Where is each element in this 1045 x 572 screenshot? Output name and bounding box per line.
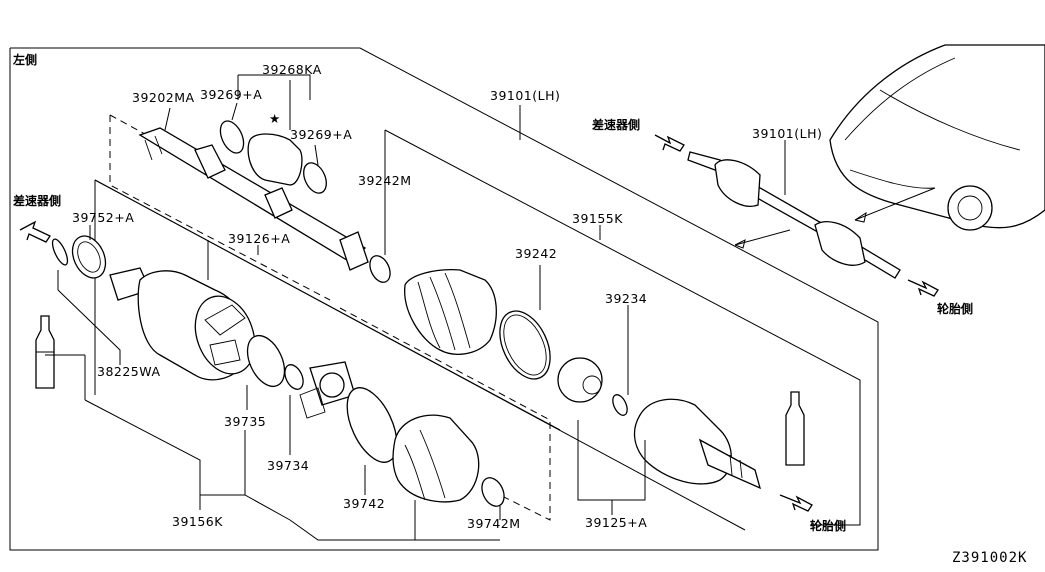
part-39242M-label: 39242M — [358, 173, 412, 188]
outer-joint-cage — [557, 357, 628, 416]
star-marker: ★ — [269, 111, 281, 126]
diff-side-label-right: 差速器側 — [591, 117, 640, 132]
grease-tube-left — [35, 315, 55, 389]
diff-side-arrow-left — [19, 220, 51, 243]
ring-39242M — [369, 255, 391, 283]
diagram-frame — [9, 47, 879, 551]
car-illustration — [829, 44, 1045, 231]
outer-joint-housing-39125A — [633, 398, 761, 490]
grease-tube-right — [785, 391, 805, 466]
band-39242 — [499, 310, 551, 380]
tire-side-arrow-bottom — [779, 494, 813, 512]
part-38225WA-label: 38225WA — [97, 364, 161, 379]
snap-ring-39735 — [246, 334, 286, 388]
overview-drive-shaft — [687, 151, 901, 279]
tire-side-label-top: 轮胎側 — [937, 301, 973, 316]
part-39269A-top-label: 39269+A — [200, 87, 262, 102]
shaft-39202MA — [138, 127, 369, 271]
part-39268KA-label: 39268KA — [262, 62, 322, 77]
part-39234-label: 39234 — [605, 291, 647, 306]
boot-upper — [404, 269, 497, 355]
part-39155K-label: 39155K — [572, 211, 623, 226]
part-39242-label: 39242 — [515, 246, 557, 261]
diff-side-arrow-right — [654, 134, 685, 152]
diagram-id-label: Z391002K — [952, 550, 1027, 566]
part-39734-label: 39734 — [267, 458, 309, 473]
part-39101LH-main-label: 39101(LH) — [490, 88, 560, 103]
overview-pointer-arrows — [734, 187, 936, 249]
tire-side-label-bottom: 轮胎側 — [810, 518, 846, 533]
boot-kit-39268KA — [219, 120, 327, 194]
part-39101LH-car-label: 39101(LH) — [752, 126, 822, 141]
diff-side-label-left: 差速器側 — [12, 193, 61, 208]
part-39126A-label: 39126+A — [228, 231, 290, 246]
snap-ring-39752A — [51, 235, 107, 279]
boot-lower-39742 — [346, 387, 505, 507]
tripod-joint — [299, 361, 356, 419]
part-39125A-label: 39125+A — [585, 515, 647, 530]
snap-ring-39734 — [284, 364, 304, 390]
leader-lines — [45, 74, 786, 541]
part-39269A-mid-label: 39269+A — [290, 127, 352, 142]
part-39742-label: 39742 — [343, 496, 385, 511]
tire-side-arrow-top — [907, 279, 939, 297]
left-side-label: 左側 — [12, 52, 37, 67]
part-39735-label: 39735 — [224, 414, 266, 429]
part-39156K-label: 39156K — [172, 514, 223, 529]
part-39742M-label: 39742M — [467, 516, 521, 531]
labels: 左側 差速器側 差速器側 轮胎側 轮胎側 ★ 39268KA 39269+A 3… — [12, 52, 1027, 566]
part-39202MA-label: 39202MA — [132, 90, 195, 105]
part-39752A-label: 39752+A — [72, 210, 134, 225]
